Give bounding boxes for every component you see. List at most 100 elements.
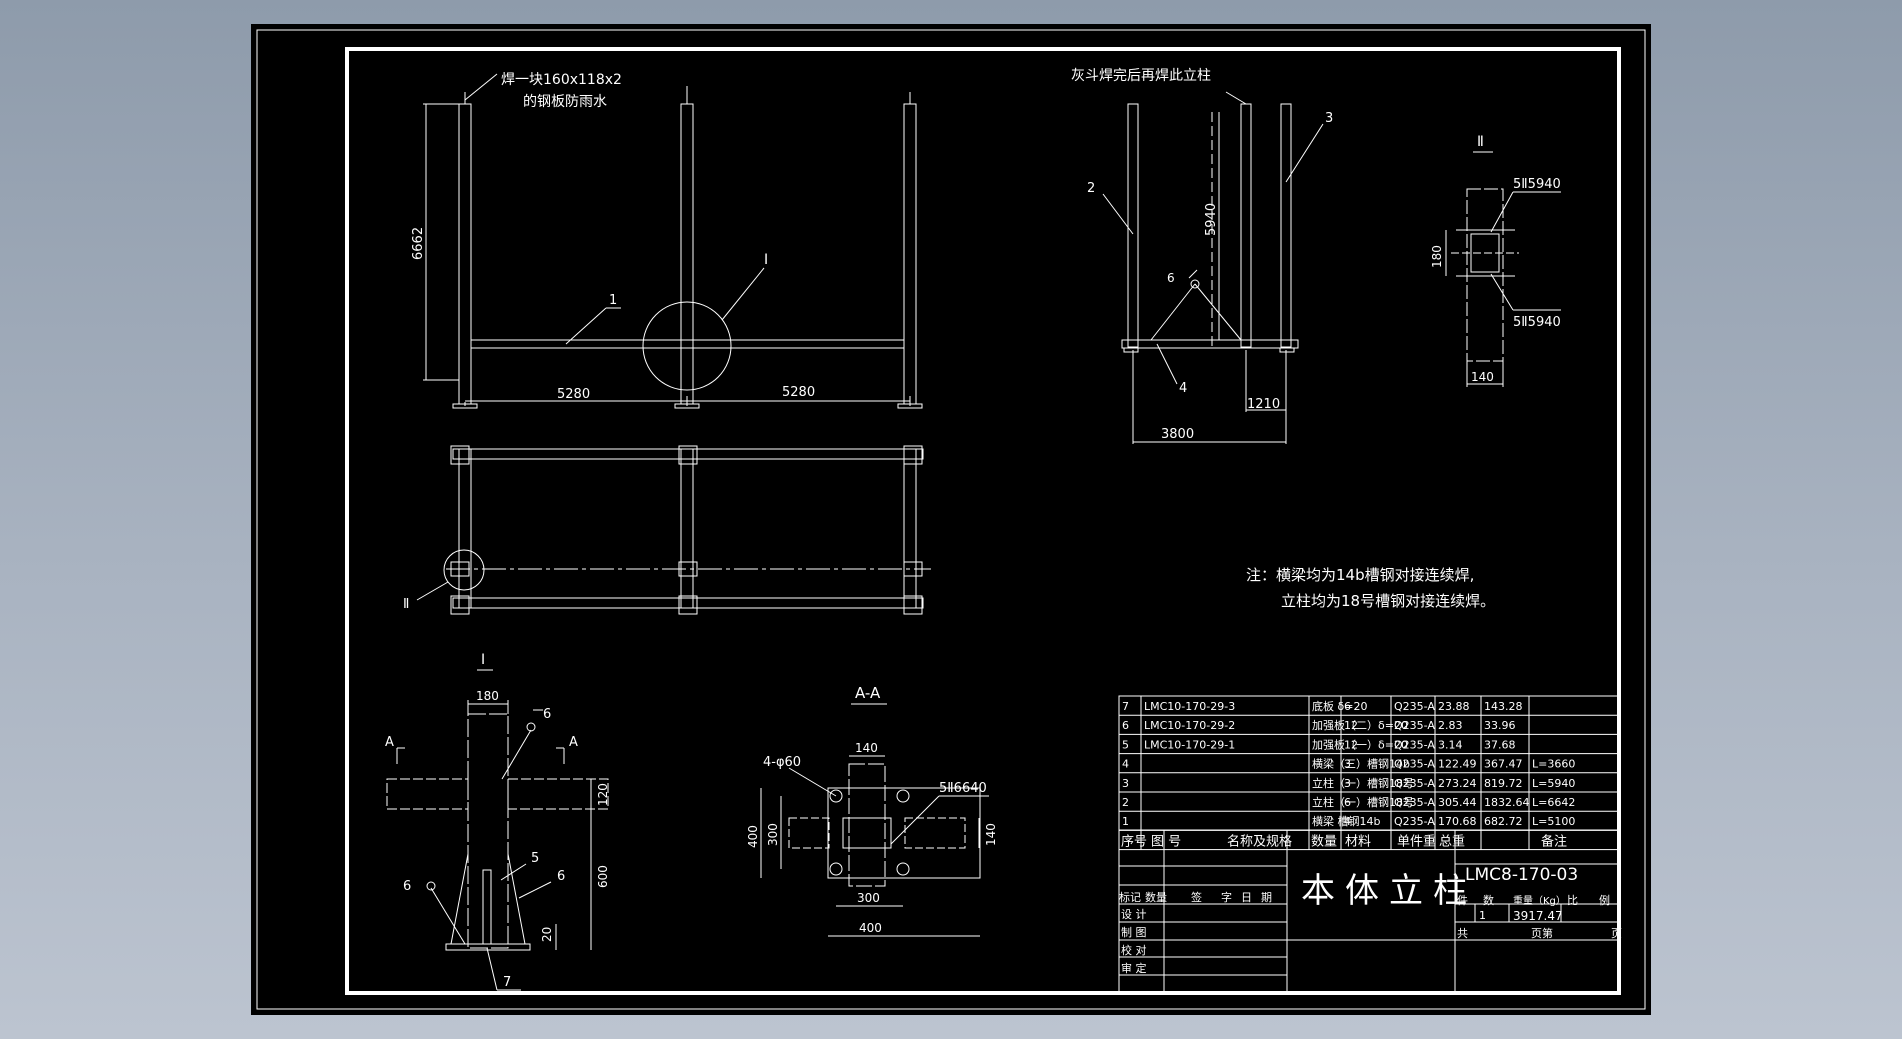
label-scale-a: 比 [1567, 894, 1578, 907]
bom-cell-qty: 12 [1344, 719, 1358, 732]
bom-header: 备注 [1541, 833, 1567, 849]
label-weight: 重量（Kg） [1513, 894, 1566, 907]
bom-cell-unit_weight: 122.49 [1438, 758, 1477, 771]
bom-cell-unit_weight: 273.24 [1438, 777, 1477, 790]
bom-cell-name: 横梁 槽钢14b [1312, 814, 1380, 828]
section-AA: A-A 140 4-φ60 5Ⅱ6640 400 300 140 300 400 [746, 684, 998, 937]
bom-cell-total_weight: 367.47 [1484, 758, 1523, 771]
bom-cell-no: 1 [1122, 815, 1129, 828]
bom-cell-material: Q235-A [1394, 758, 1435, 771]
detail-II-title: Ⅱ [1477, 134, 1484, 150]
front-view: Ⅰ 1 焊一块160x118x2 的钢板防雨水 6662 5280 5280 [411, 72, 923, 409]
detail-I-item-7: 7 [503, 975, 511, 990]
bom-cell-name: 立柱（一）槽钢18号 [1312, 795, 1414, 809]
detail-I-dim-20: 20 [540, 927, 554, 942]
bom-cell-material: Q235-A [1394, 719, 1435, 732]
bom-cell-total_weight: 143.28 [1484, 700, 1523, 713]
plan-detail-II-label: Ⅱ [403, 597, 409, 612]
inner-frame [345, 47, 1621, 995]
bom-cell-name: 横梁（三）槽钢14b [1312, 757, 1410, 771]
bom-header: 材料 [1345, 834, 1371, 849]
bom-cell-qty: 6 [1344, 796, 1351, 809]
section-AA-title: A-A [855, 684, 881, 702]
detail-I: Ⅰ 180 120 600 20 6 6 A A 5 6 [385, 652, 610, 991]
front-span-right: 5280 [782, 385, 815, 400]
column-left [458, 103, 472, 405]
bom-cell-name: 立柱（一）槽钢18号 [1312, 776, 1414, 790]
front-height-dim: 6662 [411, 227, 426, 260]
role-check: 校 对 [1121, 943, 1147, 957]
section-AA-dim-140-right: 140 [984, 823, 998, 846]
bom-cell-qty: 6 [1344, 700, 1351, 713]
role-design: 设 计 [1121, 908, 1147, 921]
section-AA-weld: 5Ⅱ6640 [939, 781, 987, 796]
detail-I-dim-600: 600 [596, 865, 610, 888]
side-item-3: 3 [1325, 111, 1333, 126]
bom-header: 总重 [1439, 833, 1465, 849]
detail-I-item-5: 5 [531, 851, 539, 866]
drawing-name: 本体立柱 [1301, 871, 1477, 911]
bom-cell-total_weight: 1832.64 [1484, 796, 1530, 809]
label-sheet: 页第 [1531, 926, 1553, 940]
rev-header-qty: 数量 [1145, 891, 1167, 904]
label-scale-b: 例 [1599, 893, 1610, 907]
drawing-sheet: Ⅰ 1 焊一块160x118x2 的钢板防雨水 6662 5280 5280 [251, 24, 1651, 1015]
column-right [903, 103, 917, 405]
detail-II-dim-180: 180 [1430, 245, 1444, 268]
bom-cell-total_weight: 37.68 [1484, 738, 1516, 751]
bom-cell-code: LMC10-170-29-1 [1144, 738, 1235, 751]
bom-cell-total_weight: 819.72 [1484, 777, 1523, 790]
detail-II-weld-bottom: 5Ⅱ5940 [1513, 315, 1561, 330]
bom-cell-unit_weight: 2.83 [1438, 719, 1463, 732]
item-1-label: 1 [609, 293, 617, 308]
plan-view: Ⅱ [403, 445, 931, 615]
front-note-line2: 的钢板防雨水 [523, 94, 607, 110]
bom-cell-total_weight: 682.72 [1484, 815, 1523, 828]
section-AA-dim-140-top: 140 [855, 741, 878, 755]
side-height-dim: 5940 [1204, 203, 1219, 236]
title-block: 标记 数量 签 字 日 期 设 计 制 图 校 对 审 定 本体立柱 LMC8-… [1118, 829, 1622, 994]
bom-cell-remark: L=5940 [1532, 777, 1575, 790]
bom-cell-code: LMC10-170-29-3 [1144, 700, 1235, 713]
detail-II: Ⅱ 5Ⅱ5940 5Ⅱ5940 180 140 [1430, 134, 1561, 387]
detail-I-section-right: A [569, 735, 578, 750]
rev-header-sign-a: 签 [1191, 890, 1202, 904]
bom-cell-total_weight: 33.96 [1484, 719, 1516, 732]
label-total: 共 [1457, 927, 1468, 940]
column-middle [680, 103, 694, 405]
detail-I-title: Ⅰ [481, 652, 485, 668]
detail-I-dim-120: 120 [596, 783, 610, 806]
side-weld-symbol: 6 [1167, 271, 1175, 285]
bom-cell-name: 加强板（二）δ=20 [1312, 718, 1408, 732]
section-AA-dim-400-left: 400 [746, 825, 760, 848]
section-AA-dim-300-left: 300 [766, 823, 780, 846]
bom-cell-no: 5 [1122, 738, 1129, 751]
bom-cell-material: Q235-A [1394, 815, 1435, 828]
bom-cell-remark: L=6642 [1532, 796, 1575, 809]
detail-I-item-6: 6 [557, 869, 565, 884]
bom-cell-unit_weight: 3.14 [1438, 738, 1463, 751]
bom-cell-no: 7 [1122, 700, 1129, 713]
bom-cell-qty: 4 [1344, 815, 1351, 828]
outer-frame [256, 29, 1646, 1010]
bom-cell-no: 4 [1122, 758, 1129, 771]
rev-header-sign-b: 字 [1221, 890, 1232, 904]
role-draw: 制 图 [1121, 926, 1147, 939]
bom-cell-name: 加强板（一）δ=20 [1312, 737, 1408, 751]
front-span-left: 5280 [557, 387, 590, 402]
pieces-value: 1 [1479, 909, 1486, 922]
bom-cell-material: Q235-A [1394, 738, 1435, 751]
note-line-2: 立柱均为18号槽钢对接连续焊。 [1281, 592, 1495, 610]
side-view: 6 灰斗焊完后再焊此立柱 3 2 4 5940 1210 3800 [1071, 68, 1333, 444]
label-pieces: 件 [1457, 894, 1468, 907]
bom-cell-remark: L=3660 [1532, 758, 1575, 771]
bom-header: 名称及规格 [1227, 833, 1292, 849]
bom-cell-unit_weight: 305.44 [1438, 796, 1477, 809]
section-AA-dim-300-bottom: 300 [857, 891, 880, 905]
bom-cell-no: 3 [1122, 777, 1129, 790]
section-AA-dim-400-bottom: 400 [859, 921, 882, 935]
bom-cell-name: 底板 δ=20 [1312, 699, 1367, 713]
cad-drawing: Ⅰ 1 焊一块160x118x2 的钢板防雨水 6662 5280 5280 [256, 29, 1646, 1010]
detail-circle-I [642, 301, 732, 391]
